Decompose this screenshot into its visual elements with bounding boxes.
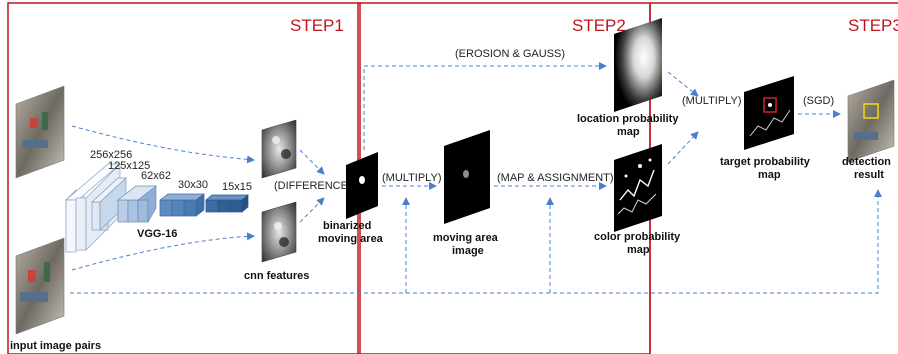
flow-arrows <box>70 62 882 294</box>
moving-area-image <box>444 130 490 224</box>
cnn-feature-bottom <box>261 201 297 263</box>
color-map-label-line1: color probability <box>594 231 681 243</box>
arrow-location-to-target <box>667 71 699 97</box>
target-map-label-line1: target probability <box>720 156 811 168</box>
cnn-features-label: cnn features <box>244 270 309 282</box>
location-probability-map <box>614 18 662 112</box>
target-map-label-line2: map <box>758 169 781 181</box>
dim-30-label: 30x30 <box>178 179 208 191</box>
step2-label: STEP2 <box>572 16 626 35</box>
arrow-bottom-image-to-cnn <box>71 232 255 271</box>
difference-label: (DIFFERENCE) <box>274 180 352 192</box>
dim-256-label: 256x256 <box>90 149 132 161</box>
detection-label-line1: detection <box>842 156 891 168</box>
binarized-label-line2: moving area <box>318 233 384 245</box>
sgd-label: (SGD) <box>803 95 834 107</box>
erosion-gauss-label: (EROSION & GAUSS) <box>455 48 565 60</box>
input-image-bottom <box>15 237 65 335</box>
color-map-label-line2: map <box>627 244 650 256</box>
dim-125-label: 125x125 <box>108 160 150 172</box>
moving-area-label-line2: image <box>452 245 484 257</box>
binarized-label-line1: binarized <box>323 220 371 232</box>
input-image-pairs-label: input image pairs <box>10 340 101 352</box>
arrow-binarized-to-location <box>363 62 607 150</box>
multiply2-label: (MULTIPLY) <box>682 95 742 107</box>
vgg16-label: VGG-16 <box>137 228 177 240</box>
detection-result-image <box>847 79 895 163</box>
cnn-feature-top <box>261 119 297 179</box>
arrow-cnn-top-to-diff <box>299 149 325 175</box>
arrow-bottom-baseline <box>70 189 882 294</box>
arrow-cnn-bottom-to-diff <box>299 197 325 223</box>
step3-label: STEP3 <box>848 16 898 35</box>
binarized-moving-area-image <box>346 152 378 219</box>
location-map-label-line1: location probability <box>577 113 679 125</box>
color-probability-map <box>614 144 662 232</box>
target-probability-map <box>744 76 794 150</box>
step1-label: STEP1 <box>290 16 344 35</box>
map-assignment-label: (MAP & ASSIGNMENT) <box>497 172 614 184</box>
location-map-label-line2: map <box>617 126 640 138</box>
input-image-top <box>15 85 65 179</box>
moving-area-label-line1: moving area <box>433 232 499 244</box>
dim-62-label: 62x62 <box>141 170 171 182</box>
multiply1-label: (MULTIPLY) <box>382 172 442 184</box>
arrow-top-image-to-cnn <box>71 125 255 164</box>
dim-15-label: 15x15 <box>222 181 252 193</box>
vgg16-stack <box>65 163 249 253</box>
arrow-color-to-target <box>667 131 699 165</box>
detection-label-line2: result <box>854 169 884 181</box>
